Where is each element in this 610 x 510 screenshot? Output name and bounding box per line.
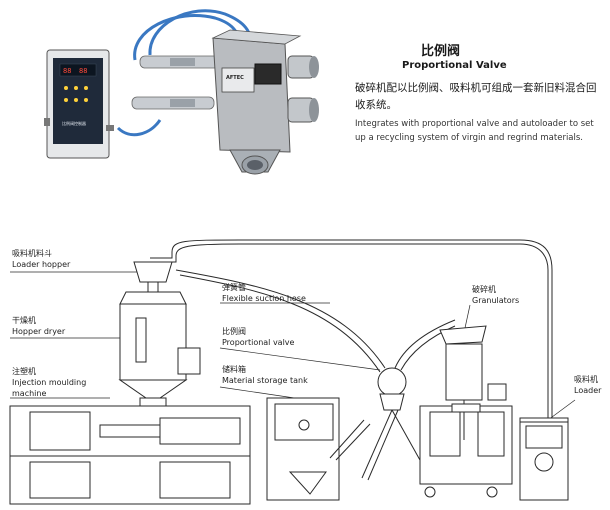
injection-machine xyxy=(9,405,251,505)
title-chinese: 比例阀 xyxy=(421,44,461,59)
storage-tank xyxy=(266,397,371,501)
controller-label: 比例阀控制器 xyxy=(62,120,86,126)
svg-text:88: 88 xyxy=(63,67,71,75)
description-chinese: 破碎机配以比例阀、吸料机可组成一套新旧料混合回收系统。 xyxy=(355,82,597,111)
controller-box: 88 88 比例阀控制器 xyxy=(44,49,114,159)
description-english: Integrates with proportional valve and a… xyxy=(355,119,594,143)
loader-unit xyxy=(519,417,569,501)
svg-text:88: 88 xyxy=(79,67,87,75)
hopper-dryer-unit xyxy=(118,261,201,417)
valve-tag: AFTEC xyxy=(226,75,244,81)
title-english: Proportional Valve xyxy=(402,60,507,71)
valve-body: AFTEC xyxy=(211,29,319,175)
air-cylinders xyxy=(131,55,221,110)
granulator xyxy=(419,325,513,498)
